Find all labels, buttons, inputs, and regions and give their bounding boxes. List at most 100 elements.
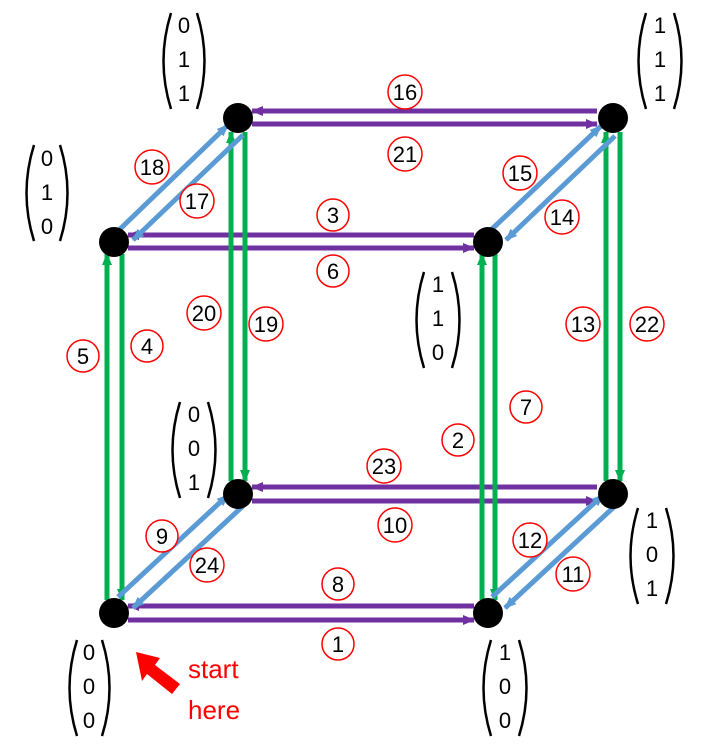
vector-010-r2: 1	[41, 180, 53, 205]
step-label-5: 5	[66, 339, 100, 373]
step-label-19-text: 19	[254, 312, 278, 337]
step-label-13-text: 13	[571, 312, 595, 337]
step-label-24-text: 24	[195, 553, 219, 578]
step-label-7-text: 7	[520, 395, 532, 420]
step-label-14-text: 14	[550, 205, 574, 230]
step-label-16-text: 16	[393, 80, 417, 105]
step-label-11: 11	[555, 556, 591, 592]
edge-010-011	[116, 123, 230, 233]
step-label-22-text: 22	[635, 312, 659, 337]
step-label-16: 16	[387, 74, 423, 110]
vector-110-r1: 1	[432, 272, 444, 297]
start-arrow-icon	[136, 652, 180, 694]
node-011	[223, 103, 253, 133]
vector-101: 1 0 1	[629, 507, 675, 605]
vector-111-r3: 1	[654, 81, 666, 106]
edge-100-101	[490, 493, 605, 599]
node-101	[598, 479, 628, 509]
edge-001-000	[131, 504, 245, 610]
vector-101-r1: 1	[646, 508, 658, 533]
node-001	[223, 479, 253, 509]
step-label-2-text: 2	[452, 428, 464, 453]
vector-001-r3: 1	[188, 470, 200, 495]
edge-111-110	[504, 134, 617, 242]
step-label-12-text: 12	[518, 528, 542, 553]
step-label-21-text: 21	[393, 142, 417, 167]
step-label-21: 21	[387, 136, 423, 172]
node-000	[99, 598, 129, 628]
vector-000-r2: 0	[83, 674, 95, 699]
step-label-23: 23	[366, 448, 402, 484]
vector-110-r2: 1	[432, 306, 444, 331]
vector-011-r1: 0	[178, 13, 190, 38]
vector-001-r1: 0	[188, 402, 200, 427]
nodes	[99, 103, 628, 628]
start-marker: start here	[136, 652, 240, 725]
node-010	[99, 227, 129, 257]
node-110	[473, 227, 503, 257]
vector-011-r3: 1	[178, 81, 190, 106]
step-label-10-text: 10	[383, 513, 407, 538]
step-labels: 1 2 3 4 5 6 7 8 9 10 11 12 13 14 15 16 1…	[66, 74, 665, 661]
step-label-6-text: 6	[327, 259, 339, 284]
edges	[102, 106, 625, 625]
vector-010-r3: 0	[41, 214, 53, 239]
node-vectors: 0 0 0 1 0 0 0 1 0 1 1 0	[25, 12, 683, 737]
step-label-11-text: 11	[562, 562, 585, 587]
vector-001-r2: 0	[188, 436, 200, 461]
vector-100: 1 0 0	[482, 639, 528, 737]
vector-100-r3: 0	[499, 708, 511, 733]
vector-010: 0 1 0	[25, 144, 69, 242]
step-label-6: 6	[316, 254, 350, 288]
step-label-17: 17	[179, 183, 215, 219]
node-100	[473, 598, 503, 628]
step-label-24: 24	[189, 547, 225, 583]
step-label-18-text: 18	[140, 155, 164, 180]
step-label-17-text: 17	[185, 189, 209, 214]
vector-100-r2: 0	[499, 674, 511, 699]
step-label-15-text: 15	[508, 161, 532, 186]
step-label-4-text: 4	[141, 334, 153, 359]
vector-111-r2: 1	[654, 47, 666, 72]
step-label-9-text: 9	[156, 524, 168, 549]
vector-101-r3: 1	[646, 576, 658, 601]
vector-101-r2: 0	[646, 542, 658, 567]
edge-110-111	[490, 124, 603, 231]
step-label-4: 4	[130, 329, 164, 363]
vector-111: 1 1 1	[637, 12, 683, 110]
step-label-23-text: 23	[372, 454, 396, 479]
step-label-5-text: 5	[77, 344, 89, 369]
vector-010-r1: 0	[41, 146, 53, 171]
start-label-line2: here	[188, 695, 240, 725]
vector-000-r1: 0	[83, 640, 95, 665]
step-label-20: 20	[186, 295, 222, 331]
step-label-18: 18	[134, 149, 170, 185]
step-label-20-text: 20	[192, 301, 216, 326]
step-label-22: 22	[629, 306, 665, 342]
step-label-14: 14	[544, 199, 580, 235]
step-label-1-text: 1	[332, 632, 344, 657]
vector-100-r1: 1	[499, 640, 511, 665]
vector-001: 0 0 1	[171, 401, 217, 499]
step-label-3-text: 3	[327, 203, 339, 228]
step-label-15: 15	[502, 155, 538, 191]
step-label-10: 10	[377, 507, 413, 543]
vector-000: 0 0 0	[68, 639, 111, 737]
step-label-8-text: 8	[332, 572, 344, 597]
vector-110: 1 1 0	[415, 271, 461, 369]
start-label-line1: start	[188, 654, 239, 684]
step-label-12: 12	[512, 522, 548, 558]
step-label-13: 13	[565, 306, 601, 342]
vector-111-r1: 1	[654, 13, 666, 38]
step-label-8: 8	[321, 567, 355, 601]
step-label-1: 1	[321, 627, 355, 661]
node-111	[598, 103, 628, 133]
step-label-7: 7	[509, 390, 543, 424]
step-label-19: 19	[248, 306, 284, 342]
edge-101-100	[503, 504, 617, 610]
vector-000-r3: 0	[83, 708, 95, 733]
vector-011-r2: 1	[178, 47, 190, 72]
step-label-3: 3	[316, 198, 350, 232]
